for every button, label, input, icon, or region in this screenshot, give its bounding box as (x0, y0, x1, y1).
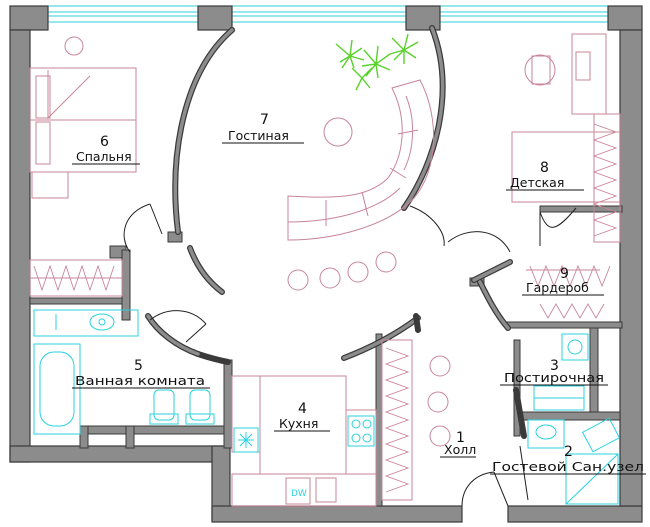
hall-pouf-1 (429, 355, 451, 377)
guest-sink (527, 419, 565, 449)
room-number-guest-wc: 2 (564, 444, 573, 460)
toilet (153, 389, 175, 421)
room-number-bedroom: 6 (100, 134, 109, 150)
door-swings (123, 203, 577, 507)
guest-toilet (581, 417, 621, 453)
room-name-bathroom: Ванная комната (75, 373, 205, 388)
sink-basin (315, 477, 337, 503)
desk-chair (524, 54, 556, 86)
dishwasher (285, 477, 311, 505)
hall-pouf-3 (429, 425, 451, 447)
furniture (29, 33, 621, 507)
monitor (575, 51, 591, 81)
fridge (233, 427, 259, 453)
stool-2 (319, 267, 341, 289)
coffee-table (323, 117, 353, 147)
room-name-hall: Холл (444, 442, 476, 457)
kitchen-counter-right (345, 409, 377, 475)
living-room-curved-walls (145, 25, 446, 365)
washing-machine (561, 333, 589, 361)
room-name-kids-room: Детская (510, 175, 564, 190)
curved-sofa (287, 79, 435, 241)
room-number-laundry: 3 (550, 358, 559, 374)
hall-wardrobe (381, 339, 413, 501)
stool-4 (375, 251, 397, 273)
room-labels: 1 Холл 2 Гостевой Сан.узел 3 Постирочная… (72, 112, 646, 499)
room-name-kitchen: Кухня (279, 416, 318, 431)
living-room-curved-walls-inner (146, 26, 445, 360)
windows (47, 5, 609, 23)
room-name-guest-wc: Гостевой Сан.узел (492, 459, 644, 474)
hanger-patterns (33, 123, 618, 493)
room-name-laundry: Постирочная (504, 370, 604, 385)
angled-walls-inner (472, 260, 512, 330)
bidet (189, 389, 211, 421)
nightstand (31, 171, 69, 199)
room-name-living-room: Гостиная (228, 128, 289, 143)
room-number-wardrobe: 9 (560, 266, 569, 282)
room-number-living-room: 7 (260, 112, 269, 128)
room-number-kids-room: 8 (540, 160, 549, 176)
kids-wardrobe (593, 113, 621, 243)
cooktop (347, 415, 375, 447)
outer-walls (9, 5, 643, 523)
room-number-kitchen: 4 (298, 401, 307, 417)
kitchen-counter-bottom (231, 473, 377, 507)
bathtub (33, 343, 81, 435)
room-number-hall: 1 (456, 430, 465, 446)
dishwasher-label: DW (291, 489, 307, 499)
guest-shower (565, 453, 619, 505)
fixtures (33, 309, 621, 505)
bath-sink-counter (33, 309, 139, 337)
hall-pouf-2 (427, 391, 449, 413)
plants (335, 33, 419, 91)
room-name-bedroom: Спальня (76, 149, 132, 164)
stool-1 (287, 269, 309, 291)
stool-3 (347, 261, 369, 283)
room-name-wardrobe: Гардероб (526, 280, 589, 295)
bedroom-lamp (64, 36, 84, 56)
kids-desk (571, 33, 607, 115)
room-number-bathroom: 5 (134, 358, 143, 374)
